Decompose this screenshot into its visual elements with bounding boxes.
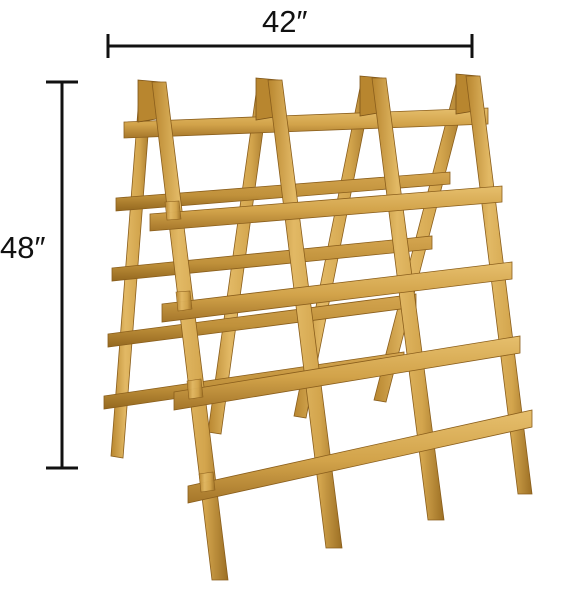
front-panel-crossbars <box>149 185 533 504</box>
width-dimension-line <box>106 34 474 58</box>
top-ridge-bar <box>123 107 489 139</box>
height-dimension-label: 48″ <box>0 230 46 265</box>
width-dimension-label: 42″ <box>262 4 308 39</box>
height-dimension-line <box>46 80 78 470</box>
front-leg-joints <box>164 200 216 493</box>
